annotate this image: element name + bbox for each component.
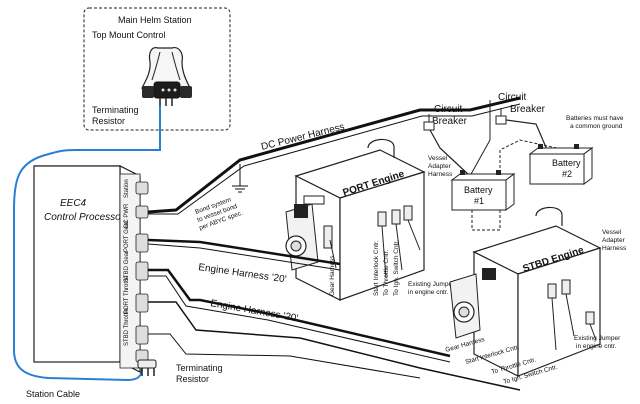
port-label-dc-pwr: DC PWR (124, 203, 130, 228)
port-gear-harness: Gear Harness (329, 255, 336, 296)
circuit-breaker-1-label-1: Circuit (434, 104, 463, 115)
port-jumper-1: Existing Jumper (408, 281, 455, 288)
stbd-jumper-2: in engine cntr. (576, 343, 617, 350)
port-engine-harness (147, 238, 341, 271)
processor-subtitle: Control Processor (44, 212, 125, 223)
battery-1-label-2: #1 (474, 196, 484, 206)
battery-1-label-1: Battery (464, 185, 493, 195)
circuit-breaker-2-label-1: Circuit (498, 92, 527, 103)
circuit-breaker-2-label-2: Breaker (510, 104, 546, 115)
processor-port-labels: Station DC PWR PORT Gear STBD Gear PORT … (124, 179, 130, 346)
control-processor: EEC4 Control Processor Station DC PWR PO… (33, 165, 149, 373)
port-vessel-adapter-1: Vessel (428, 155, 448, 162)
helm-resistor-label-1: Terminating (92, 105, 139, 115)
helm-resistor-label-2: Resistor (92, 116, 125, 126)
engine-harness-2-label: Engine Harness '20' (209, 298, 299, 324)
terminating-resistor-label-2: Resistor (176, 374, 209, 384)
battery-2-label-2: #2 (562, 169, 572, 179)
station-cable (13, 106, 161, 382)
port-label-stbd-throttle: STBD Throttle (124, 307, 130, 346)
port-vessel-adapter-2: Adapter (428, 163, 452, 170)
circuit-breaker-1-icon (423, 114, 471, 177)
breaker-interconnect (469, 100, 491, 177)
processor-terminating-resistor (137, 359, 157, 376)
stbd-jumper-1: Existing Jumper (574, 335, 621, 342)
port-label-station: Station (124, 179, 130, 198)
port-interlock-wires (329, 219, 421, 279)
stbd-vessel-adapter-3: Harness (602, 245, 627, 252)
batteries-note-1: Batteries must have (566, 115, 624, 122)
ground-icon (232, 164, 248, 193)
station-cable-label: Station Cable (26, 389, 80, 399)
helm-station-box (83, 7, 231, 131)
terminating-resistor-label-1: Terminating (176, 363, 223, 373)
battery-2: Battery #2 (528, 144, 594, 185)
port-label-stbd-gear: STBD Gear (124, 251, 130, 282)
port-vessel-adapter-3: Harness (428, 171, 453, 178)
port-jumper-2: in engine cntr. (408, 289, 449, 296)
port-to-ign: To Ign. Switch Cntr. (393, 240, 400, 296)
stbd-vessel-adapter-1: Vessel (602, 229, 622, 236)
battery-1: Battery #1 (450, 170, 516, 211)
circuit-breaker-2-icon (495, 108, 549, 153)
port-label-port-gear: PORT Gear (124, 221, 130, 252)
engine-harness-1-label: Engine Harness '20' (198, 262, 288, 285)
top-mount-control-icon (141, 47, 192, 106)
port-to-throttle: To Throttle Cntr. (383, 250, 390, 296)
port-engine: PORT Engine (285, 138, 426, 301)
dc-power-harness-label: DC Power Harness (260, 122, 346, 153)
stbd-engine-harness (148, 268, 451, 363)
port-throttle-cable (148, 301, 521, 391)
battery-2-label-1: Battery (552, 158, 581, 168)
processor-title: EEC4 (60, 198, 87, 209)
top-mount-control-label: Top Mount Control (92, 30, 166, 40)
circuit-breaker-1-label-2: Breaker (432, 116, 468, 127)
stbd-throttle-cable (148, 333, 421, 379)
stbd-vessel-adapter-2: Adapter (602, 237, 626, 244)
batteries-note-2: a common ground (570, 123, 623, 130)
port-start-interlock: Start Interlock Cntr. (373, 240, 380, 296)
stbd-interlock-wires (551, 293, 597, 351)
stbd-engine: STBD Engine (449, 206, 602, 377)
port-label-port-throttle: PORT Throttle (124, 275, 130, 314)
dc-power-harness (147, 96, 521, 215)
helm-station-title: Main Helm Station (118, 15, 192, 25)
